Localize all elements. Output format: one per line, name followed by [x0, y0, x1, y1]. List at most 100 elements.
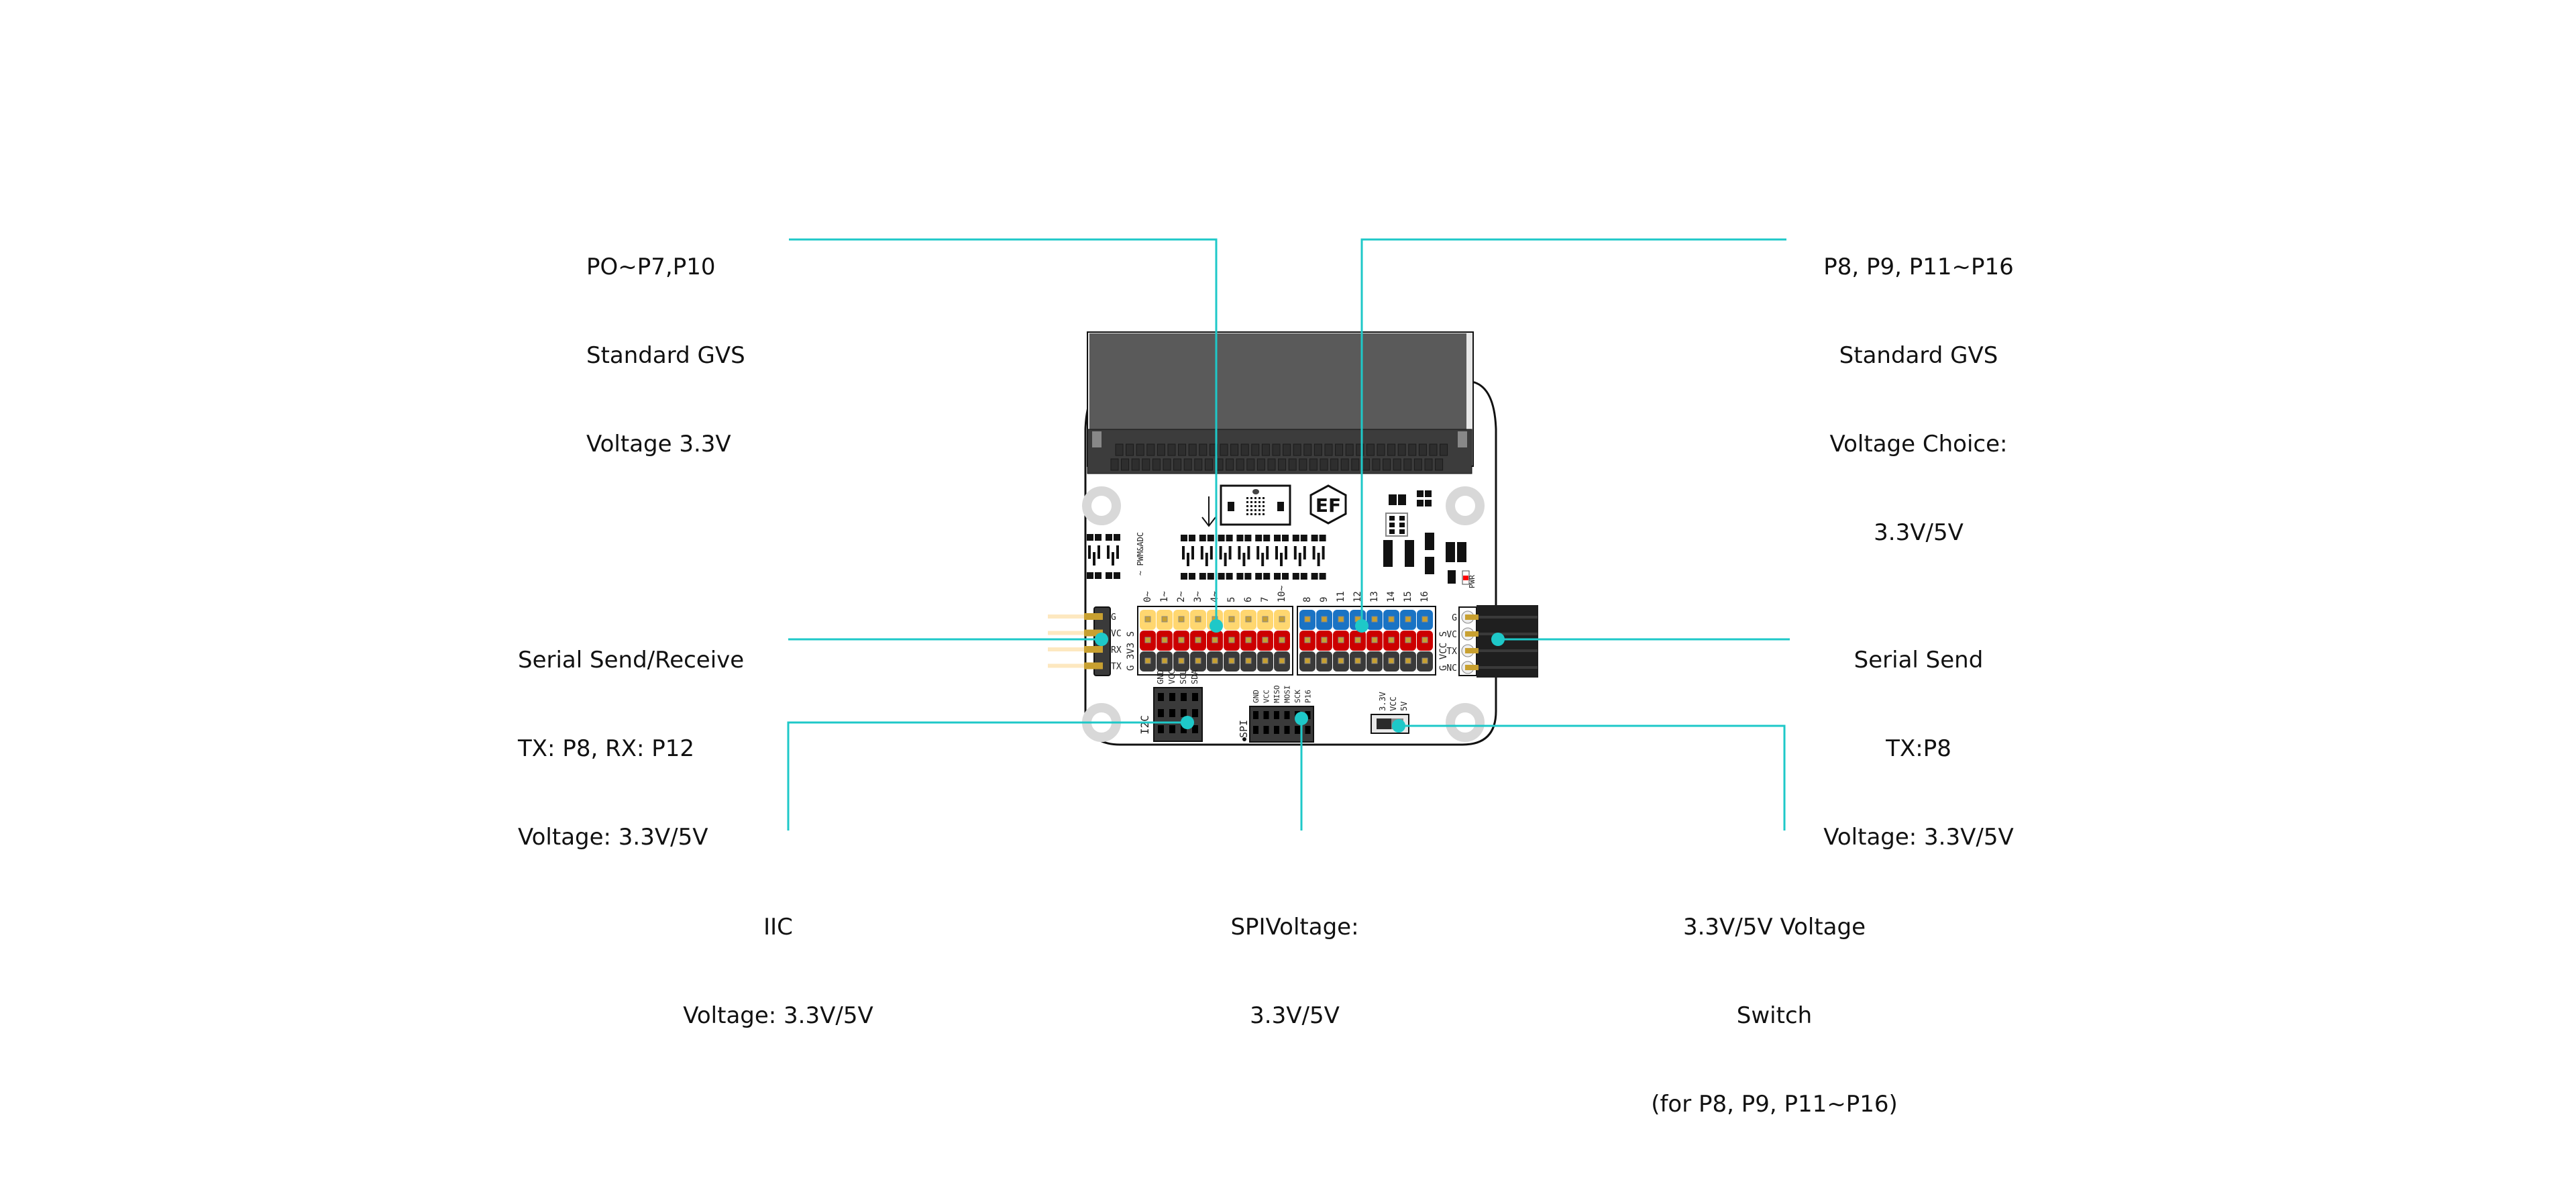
smd-pad [1207, 573, 1214, 580]
switch-label: VCC [1389, 696, 1398, 711]
header-pin-tip [1084, 646, 1103, 653]
serial-pin-label: VC [1111, 629, 1122, 639]
switch-label: 3.3V [1378, 692, 1387, 711]
header-pin [1465, 614, 1479, 620]
smd-pad [1189, 535, 1195, 541]
leader-dot [1095, 633, 1108, 646]
edge-pin [1356, 443, 1364, 456]
gvs-pin [1161, 616, 1168, 623]
gvs-pin [1262, 637, 1269, 643]
edge-pin [1303, 443, 1312, 456]
smd-pad [1280, 553, 1283, 566]
led-dot [1250, 513, 1252, 515]
callout-line: Switch [1736, 1002, 1813, 1029]
callout-line: Standard GVS [586, 342, 745, 369]
callout-line: P8, P9, P11~P16 [1823, 254, 2014, 280]
logo-text: EF [1316, 494, 1341, 517]
callout-line: Standard GVS [1839, 342, 1998, 369]
gvs-pin [1354, 637, 1361, 643]
leader-dot [1392, 719, 1405, 733]
gvs-pin [1144, 616, 1151, 623]
led-dot [1250, 497, 1252, 499]
smd-pad [1182, 546, 1185, 559]
i2c-pin-label: SDA [1190, 670, 1199, 684]
leader-p8-p16 [1360, 238, 1786, 626]
edge-connector [1087, 331, 1474, 474]
edge-pin [1230, 443, 1239, 456]
callout-voltage-switch: 3.3V/5V Voltage Switch (for P8, P9, P11~… [1644, 853, 1905, 1178]
edge-pin [1204, 458, 1213, 471]
smd-pad [1224, 553, 1227, 566]
smd-pad [1300, 573, 1307, 580]
gvs-pin [1321, 616, 1328, 623]
edge-pin [1372, 458, 1381, 471]
leader-dot [1295, 712, 1308, 725]
smd-pad [1238, 546, 1241, 559]
led-dot [1263, 509, 1265, 511]
smd-pad [1261, 553, 1265, 566]
edge-pin [1152, 458, 1161, 471]
callout-p8-p16: P8, P9, P11~P16 Standard GVS Voltage Cho… [1798, 193, 2039, 606]
leader-voltage-switch [1399, 725, 1786, 831]
led-dot [1246, 505, 1248, 507]
gvs-pin [1178, 616, 1185, 623]
i2c-pin-label: SCL [1179, 670, 1188, 684]
leader-dot [1181, 716, 1194, 729]
edge-pin [1413, 458, 1422, 471]
header-pin-tip [1084, 629, 1103, 637]
header-pin [1048, 631, 1095, 635]
gvs-pin-number: 12 [1352, 591, 1363, 602]
gvs-pin-number: 14 [1386, 591, 1397, 602]
smd-pad [1088, 545, 1091, 559]
edge-pin [1278, 458, 1287, 471]
smd-pad [1255, 573, 1263, 580]
smd-pad [1317, 553, 1320, 566]
gvs-pin-number: 15 [1403, 591, 1413, 602]
header-pin [1048, 663, 1095, 668]
gvs-pin [1371, 637, 1378, 643]
gvs-pin [1144, 657, 1151, 664]
gvs-pin-number: 4~ [1210, 591, 1220, 602]
edge-pin [1226, 458, 1234, 471]
edge-pin [1320, 458, 1328, 471]
spi-hole [1305, 726, 1311, 734]
gvs-pin [1228, 637, 1235, 643]
spi-hole [1284, 726, 1290, 734]
smd-pad [1210, 546, 1213, 559]
edge-pin [1126, 443, 1134, 456]
header-pin-tip [1084, 613, 1103, 620]
gvs-pin [1245, 616, 1252, 623]
smd-pad [1226, 573, 1233, 580]
smd-pad [1275, 546, 1278, 559]
smd-pad [1187, 553, 1189, 566]
edge-pin [1110, 458, 1119, 471]
led-dot [1246, 497, 1248, 499]
gvs-pin [1321, 637, 1328, 643]
edge-pin [1240, 443, 1249, 456]
smd-pad [1181, 573, 1187, 580]
serial-pin-label: VC [1446, 630, 1457, 640]
callout-line: IIC [763, 914, 793, 941]
smd-pad [1266, 546, 1269, 559]
gvs-pin [1178, 637, 1185, 643]
smd-pad [1095, 572, 1102, 579]
gvs-pin [1245, 657, 1252, 664]
edge-pin [1340, 458, 1349, 471]
gvs-pin-number: 9 [1319, 597, 1330, 602]
smd-pad [1093, 552, 1095, 566]
gvs-pin [1304, 616, 1311, 623]
callout-line: Serial Send [1854, 647, 1984, 674]
edge-pin [1220, 443, 1228, 456]
i2c-hole [1192, 693, 1198, 701]
callout-line: (for P8, P9, P11~P16) [1651, 1091, 1898, 1118]
edge-pin [1288, 458, 1297, 471]
insert-arrow-icon [1201, 496, 1216, 527]
smd-pad [1274, 535, 1281, 541]
spi-pin-label: MISO [1273, 686, 1281, 704]
i2c-hole [1158, 693, 1164, 701]
gvs-pin [1279, 657, 1285, 664]
smd-pad [1116, 545, 1119, 559]
led-dot [1258, 513, 1260, 515]
